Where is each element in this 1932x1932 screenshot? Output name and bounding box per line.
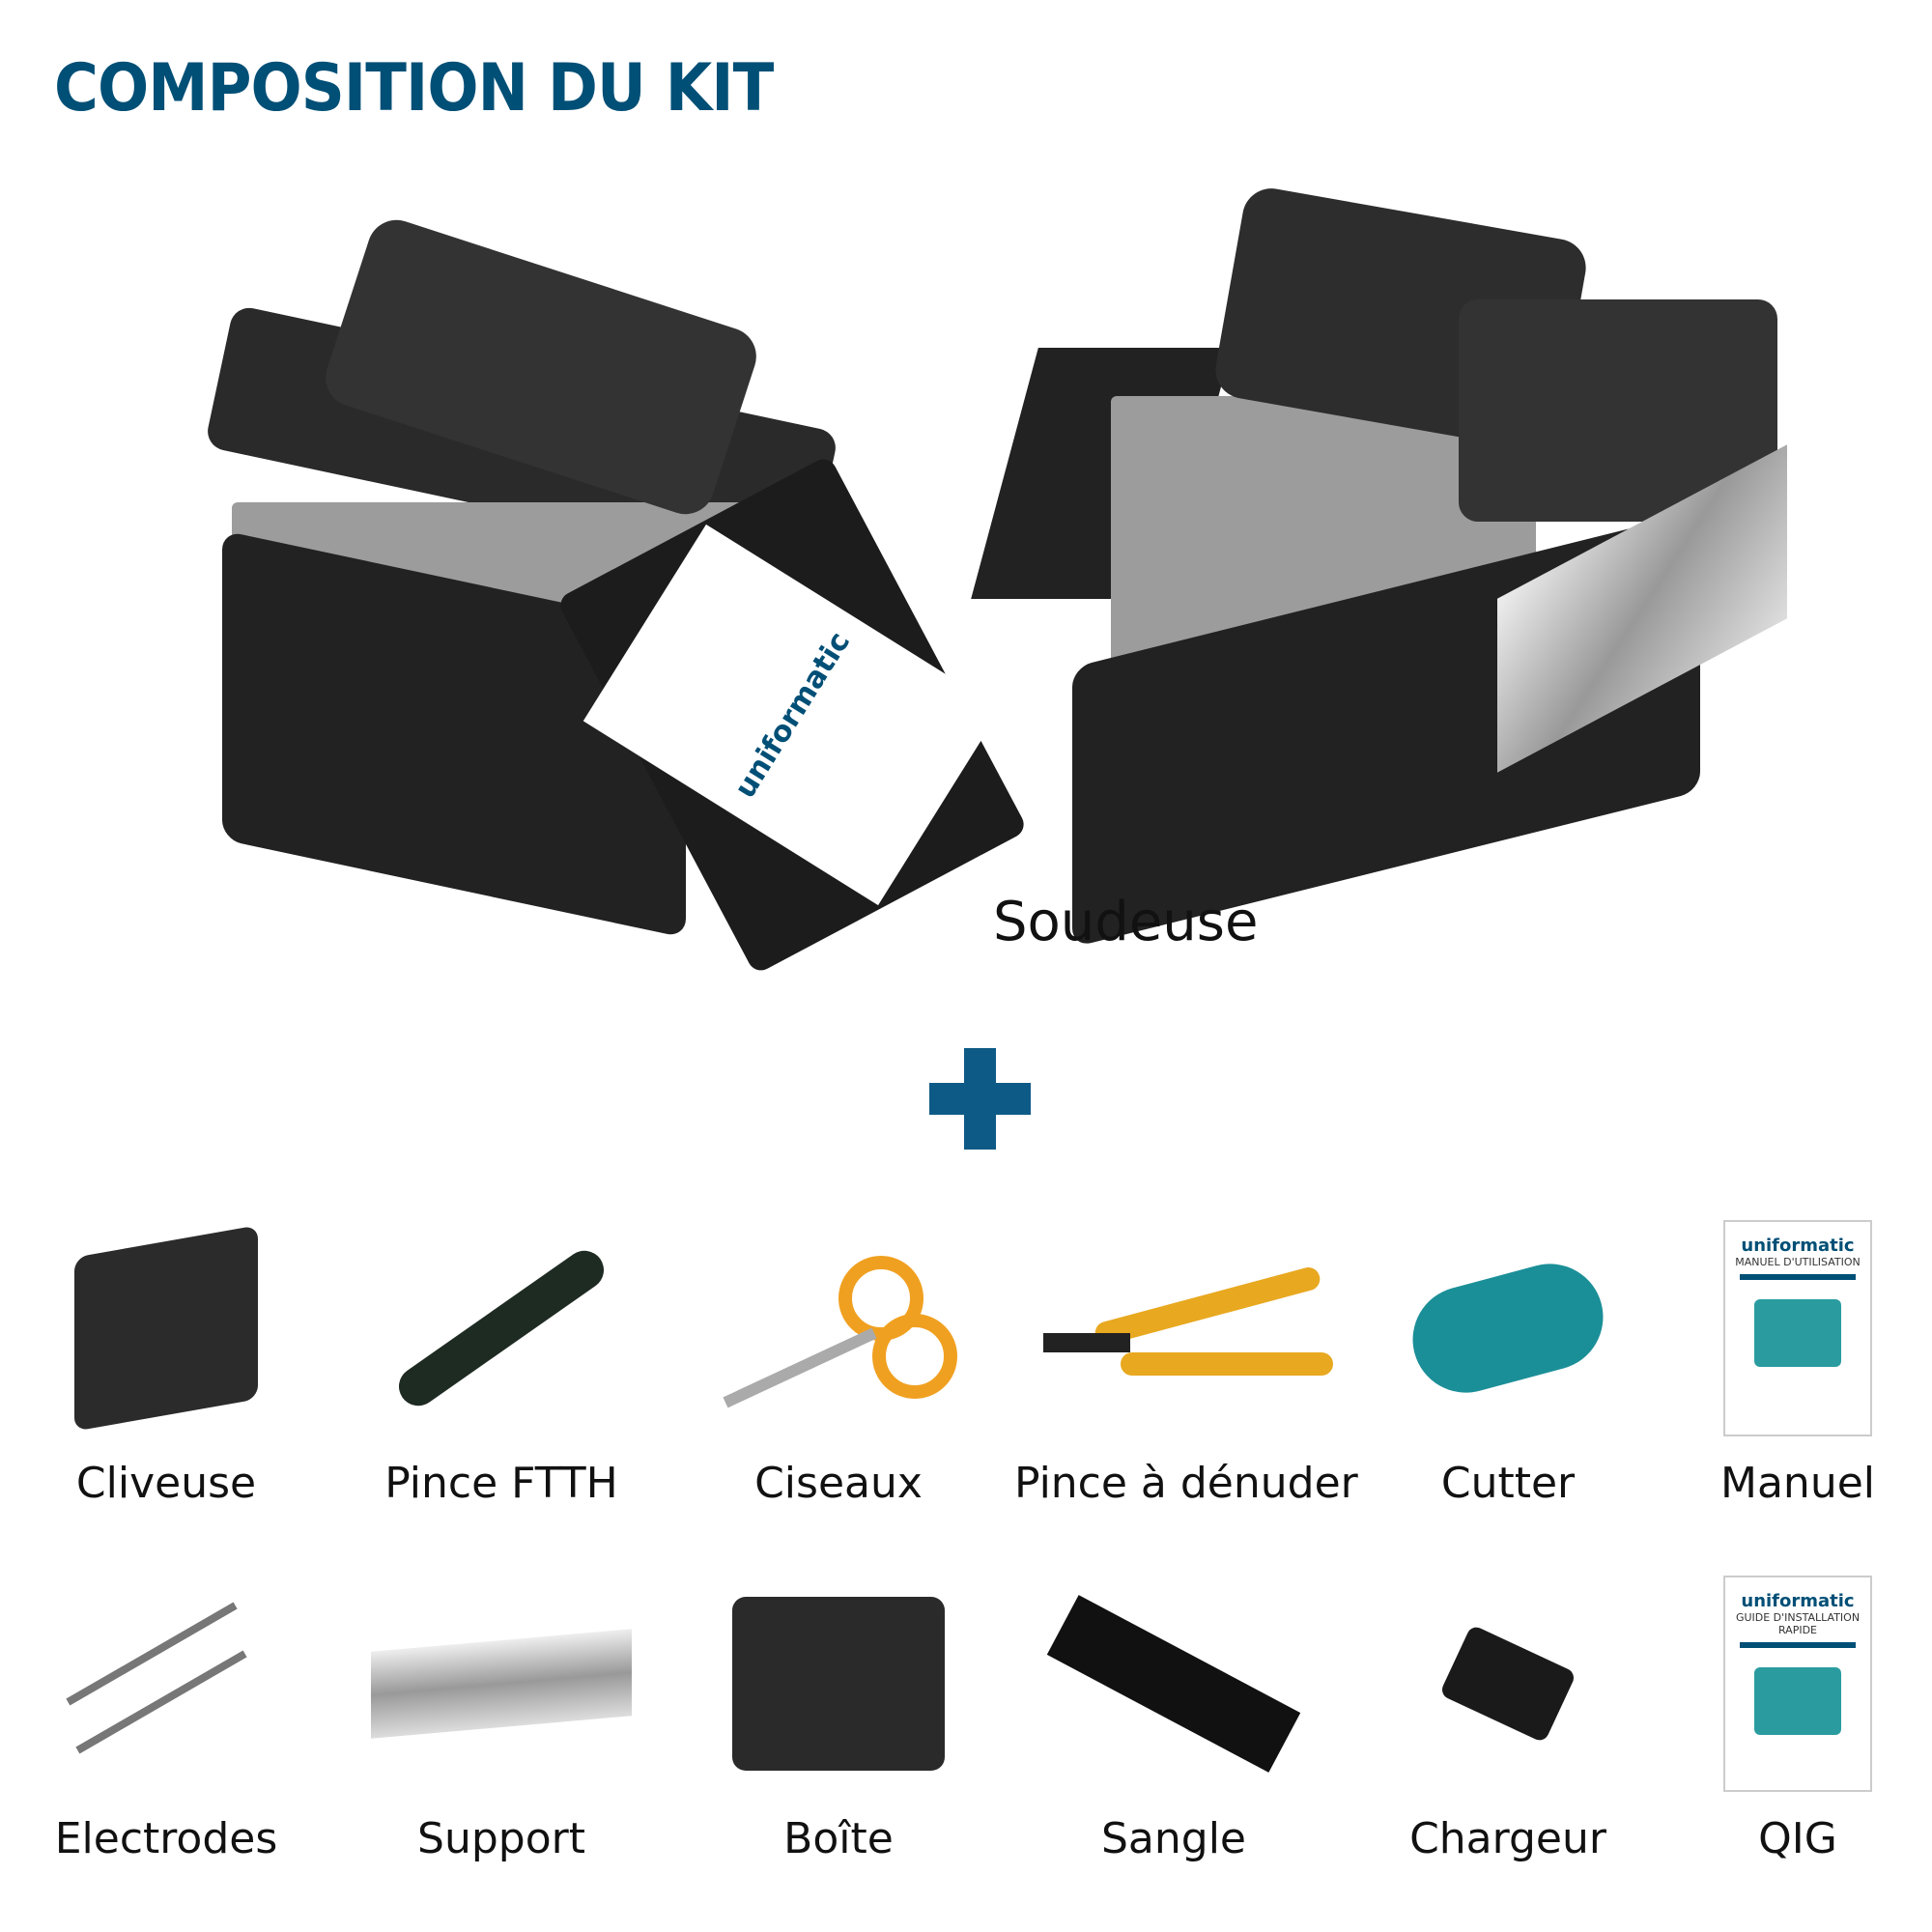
kit-item-box: Boîte (679, 1573, 998, 1863)
kit-item-stripper: Pince à dénuder (1014, 1217, 1358, 1508)
strap-icon (1046, 1595, 1301, 1773)
cleaver-icon (74, 1225, 258, 1432)
kit-item-ftth-pliers: Pince FTTH (342, 1217, 661, 1508)
scissors-icon (679, 1217, 998, 1439)
kit-item-scissors: Ciseaux (679, 1217, 998, 1508)
item-label: Manuel (1720, 1459, 1875, 1508)
splicer-back-image (971, 184, 1816, 949)
manual-document-icon: uniformatic MANUEL D'UTILISATION (1723, 1220, 1872, 1436)
item-label: Chargeur (1409, 1814, 1606, 1863)
kit-item-support: Support (342, 1573, 661, 1863)
item-label: Cliveuse (75, 1459, 257, 1508)
kit-item-qig: uniformatic GUIDE D'INSTALLATION RAPIDE … (1638, 1573, 1932, 1863)
kit-item-manual: uniformatic MANUEL D'UTILISATION Manuel (1638, 1217, 1932, 1508)
kit-item-strap: Sangle (1014, 1573, 1333, 1863)
plus-icon (929, 1048, 1031, 1150)
item-label: Cutter (1440, 1459, 1576, 1508)
bracket-icon (371, 1629, 632, 1739)
electrodes-icon (7, 1573, 326, 1795)
item-label: QIG (1758, 1814, 1837, 1863)
qig-document-icon: uniformatic GUIDE D'INSTALLATION RAPIDE (1723, 1576, 1872, 1792)
item-label: Support (417, 1814, 585, 1863)
ftth-pliers-icon (391, 1242, 611, 1414)
item-label: Boîte (783, 1814, 894, 1863)
kit-item-cleaver: Cliveuse (7, 1217, 326, 1508)
cutter-icon (1401, 1251, 1615, 1406)
charger-icon (1438, 1624, 1577, 1744)
splicer-front-image: uniformatic (174, 213, 1029, 976)
kit-item-electrodes: Electrodes (7, 1573, 326, 1863)
item-label: Electrodes (54, 1814, 278, 1863)
item-label: Pince à dénuder (1014, 1459, 1358, 1508)
item-label: Ciseaux (754, 1459, 923, 1508)
case-icon (732, 1597, 945, 1771)
kit-item-cutter: Cutter (1349, 1217, 1667, 1508)
page-title: COMPOSITION DU KIT (54, 50, 774, 127)
item-label: Pince FTTH (384, 1459, 618, 1508)
stripper-icon (1014, 1217, 1333, 1439)
kit-item-charger: Chargeur (1349, 1573, 1667, 1863)
item-label: Sangle (1100, 1814, 1246, 1863)
splicer-label: Soudeuse (993, 891, 1259, 953)
